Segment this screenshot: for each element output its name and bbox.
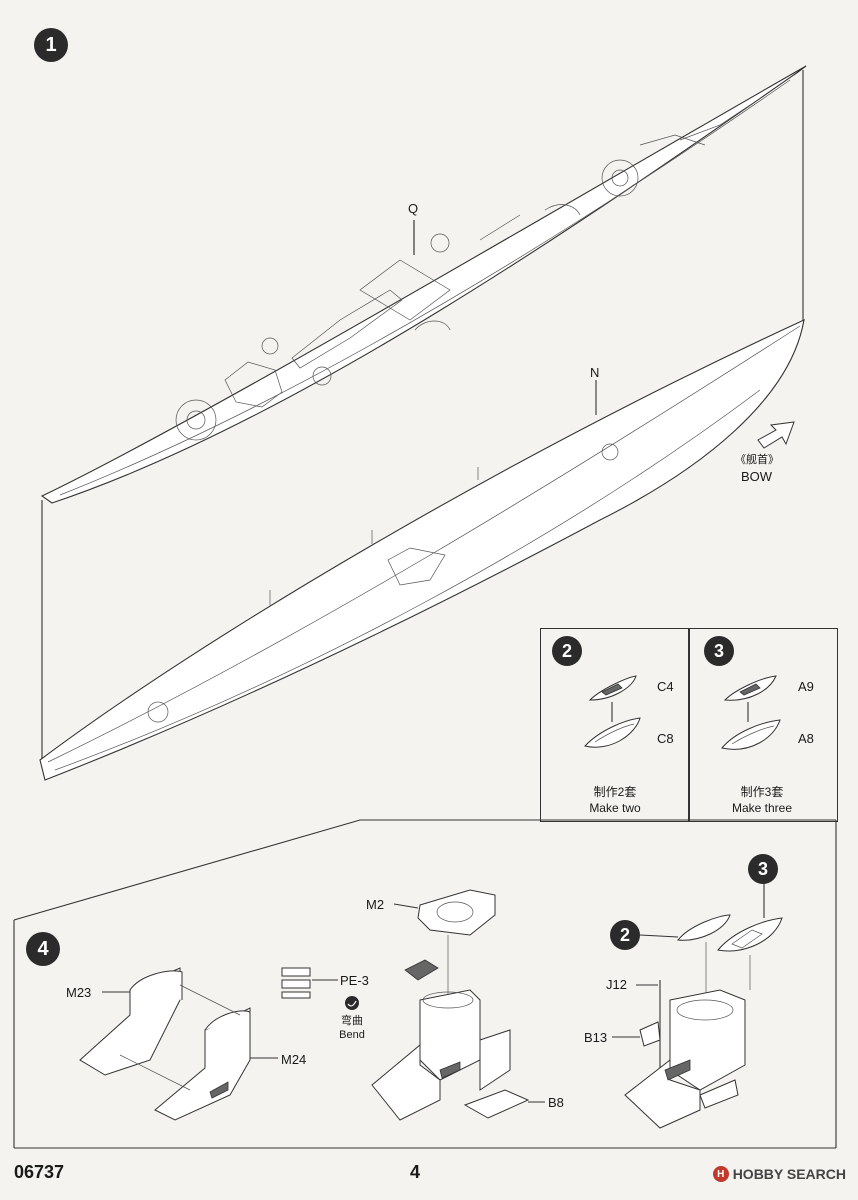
step-2-note: 制作2套 Make two bbox=[570, 785, 660, 816]
part-label-m24: M24 bbox=[281, 1052, 307, 1067]
step-4-badge: 4 bbox=[26, 932, 60, 966]
part-label-j12: J12 bbox=[606, 977, 627, 992]
part-label-a8: A8 bbox=[798, 731, 814, 746]
hobby-search-logo-icon: H bbox=[712, 1166, 729, 1182]
part-label-m23: M23 bbox=[66, 985, 92, 1000]
part-label-n: N bbox=[590, 365, 600, 380]
step-2-panel bbox=[540, 628, 690, 822]
page-number: 4 bbox=[410, 1162, 421, 1182]
bend-cn: 弯曲 bbox=[341, 1015, 363, 1027]
step-3-panel bbox=[688, 628, 838, 822]
hull-part-n bbox=[39, 319, 805, 781]
step-3-reference-badge: 3 bbox=[748, 854, 778, 884]
part-label-b13: B13 bbox=[584, 1030, 608, 1045]
part-label-b8: B8 bbox=[548, 1095, 564, 1110]
arrow-up-right-icon bbox=[757, 421, 795, 449]
note-en: Make two bbox=[589, 800, 641, 815]
part-label-m2: M2 bbox=[366, 897, 385, 912]
part-label-c8: C8 bbox=[657, 731, 674, 746]
step2-boats bbox=[584, 675, 641, 748]
deck-part-q bbox=[40, 65, 807, 760]
note-cn: 制作2套 bbox=[593, 785, 637, 799]
bend-en: Bend bbox=[339, 1029, 365, 1042]
step3-boats bbox=[721, 675, 781, 750]
part-label-a9: A9 bbox=[798, 679, 814, 694]
bend-note: 弯曲 Bend bbox=[328, 1014, 376, 1043]
note-cn: 制作3套 bbox=[740, 785, 784, 799]
step-2-badge: 2 bbox=[552, 636, 582, 666]
bridge-assembly-exploded bbox=[371, 889, 545, 1121]
part-label-pe3: PE-3 bbox=[340, 973, 369, 988]
bow-label-cn: 《舰首》 bbox=[735, 454, 779, 466]
superstructure-base-exploded bbox=[79, 967, 278, 1121]
part-label-q: Q bbox=[408, 201, 419, 216]
note-en: Make three bbox=[731, 800, 793, 815]
watermark: H HOBBY SEARCH bbox=[712, 1166, 846, 1182]
photo-etch-pe3 bbox=[281, 967, 338, 999]
step-3-badge: 3 bbox=[704, 636, 734, 666]
step-1-badge: 1 bbox=[34, 28, 68, 62]
part-label-c4: C4 bbox=[657, 679, 674, 694]
step-3-note: 制作3套 Make three bbox=[716, 785, 808, 816]
bow-label-en: BOW bbox=[741, 469, 773, 484]
product-code: 06737 bbox=[14, 1162, 65, 1182]
watermark-text: HOBBY SEARCH bbox=[732, 1166, 846, 1182]
step-2-reference-badge: 2 bbox=[610, 920, 640, 950]
bridge-assembly-complete bbox=[612, 880, 783, 1129]
bend-icon bbox=[345, 996, 359, 1010]
